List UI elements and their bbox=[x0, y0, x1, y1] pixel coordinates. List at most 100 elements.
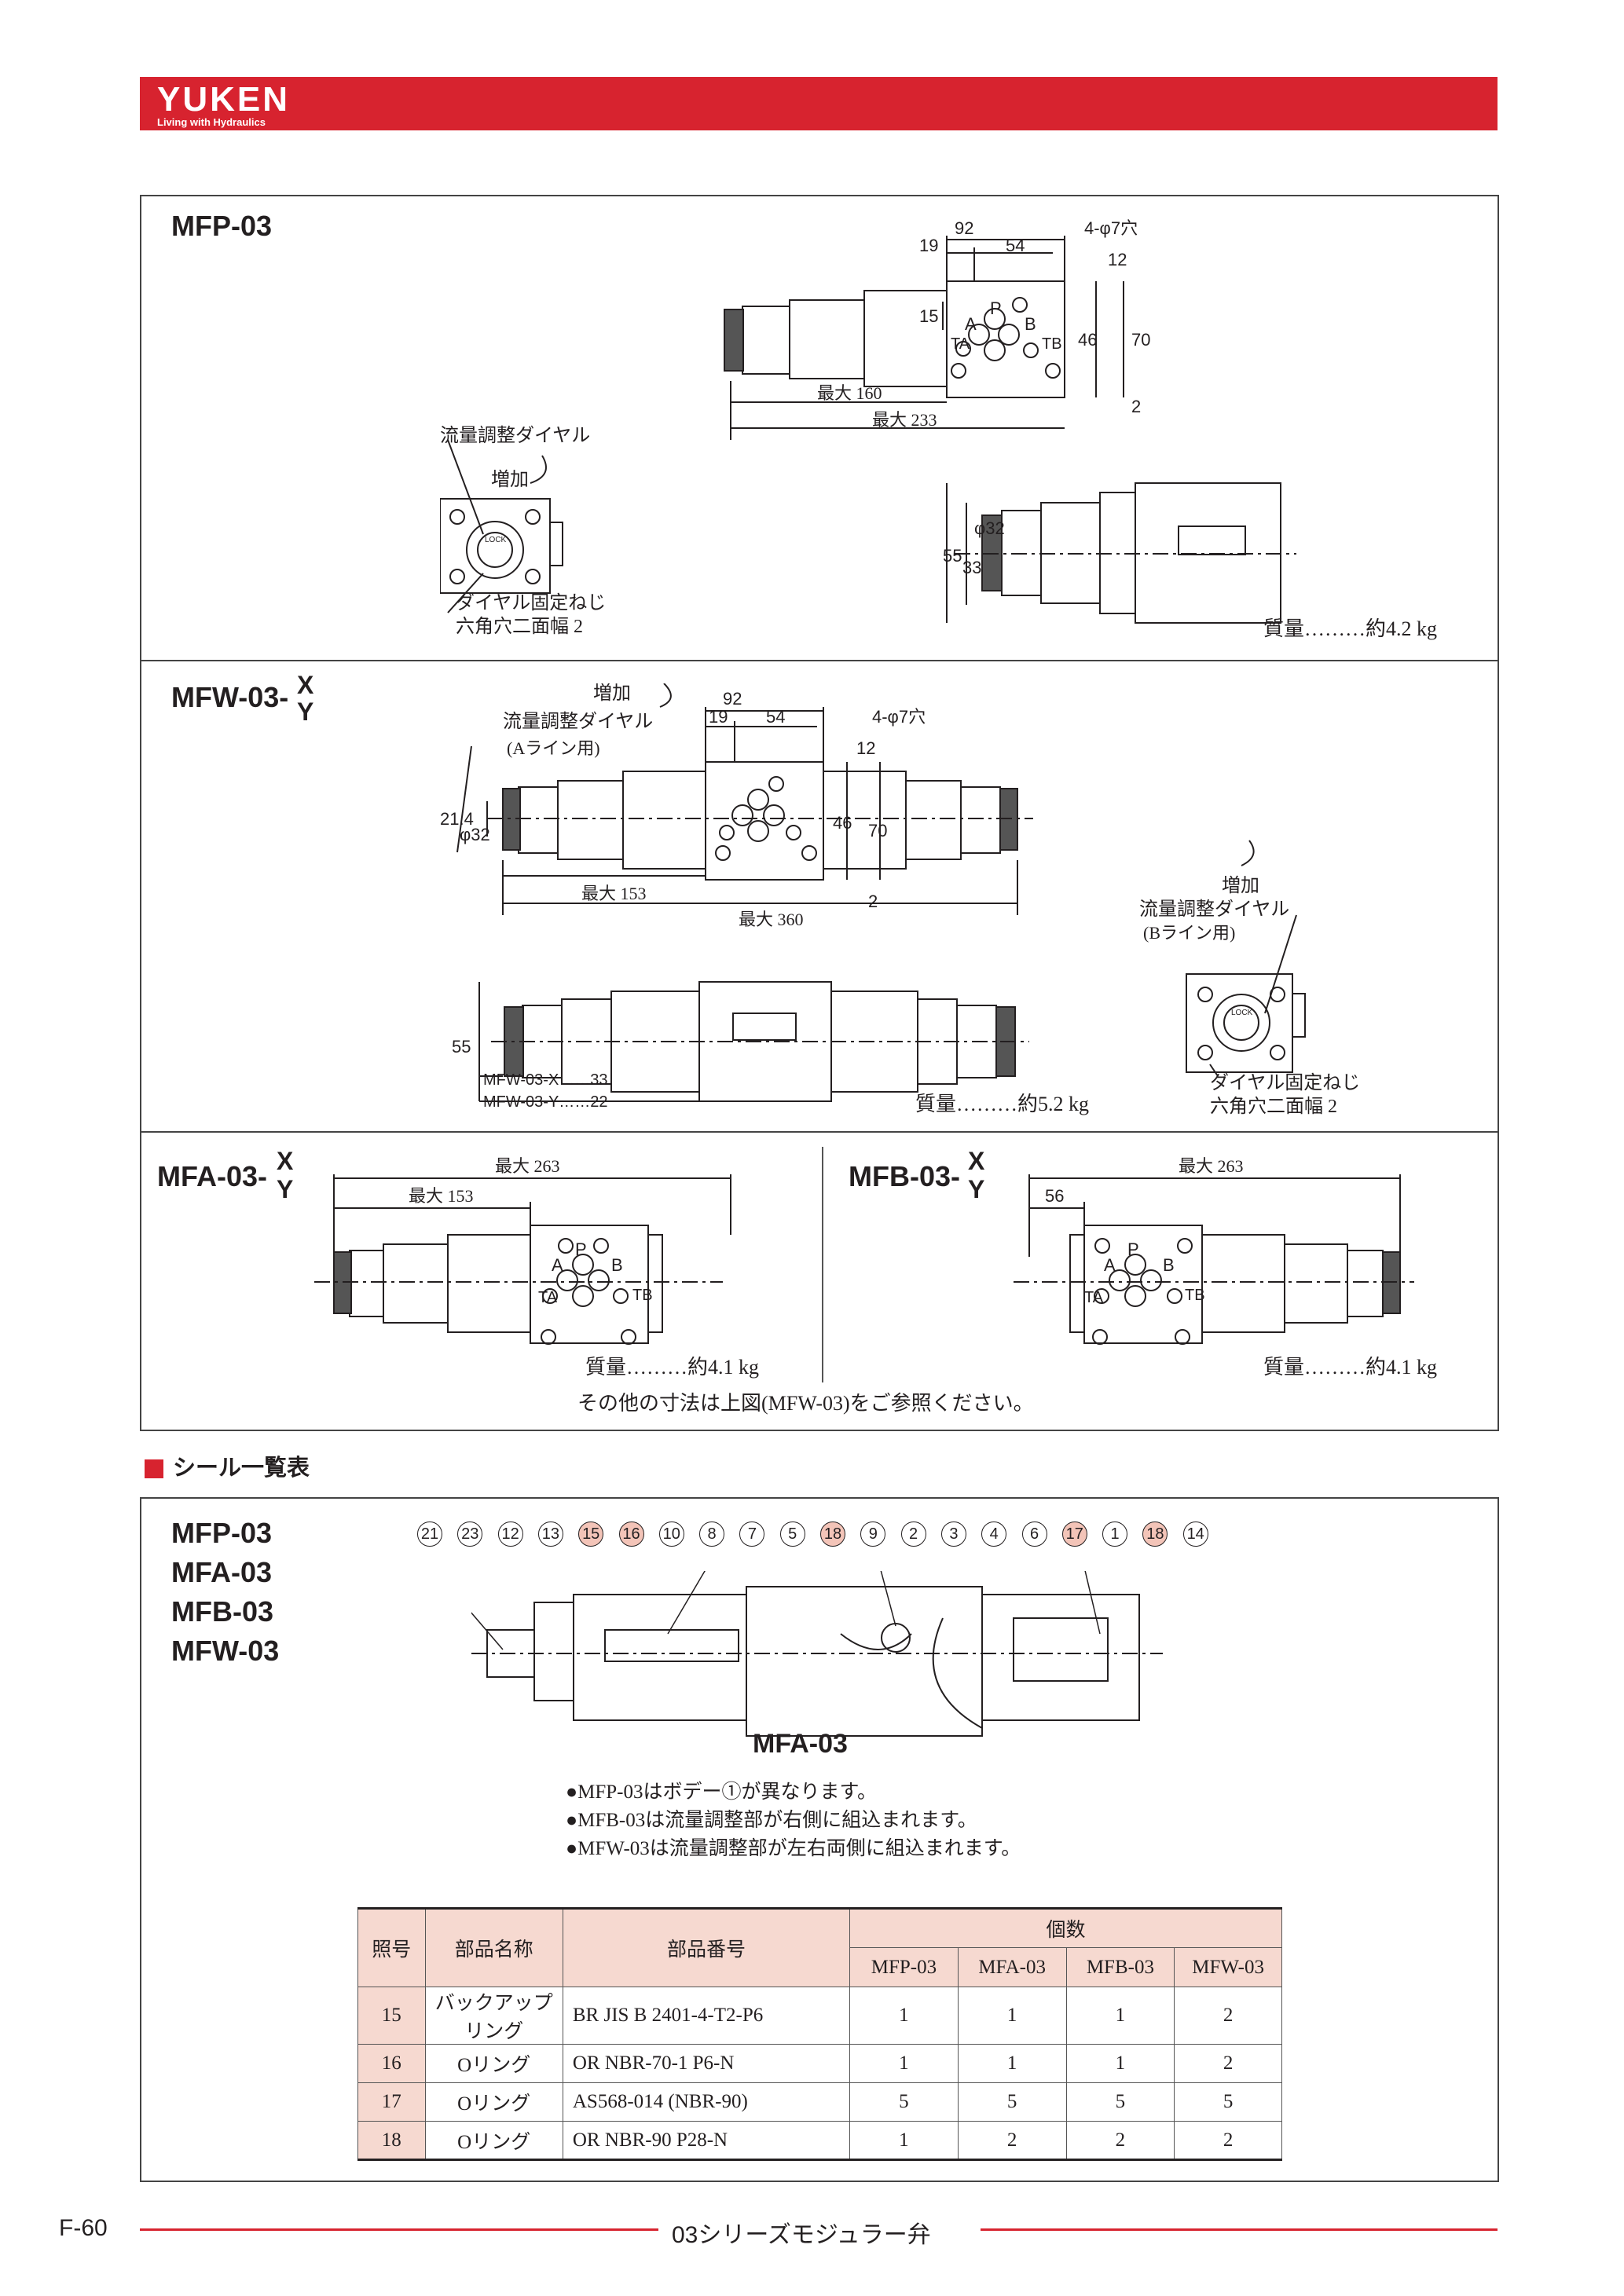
mfp-drawing: 92 19 54 4-φ7穴 12 15 46 70 2 最大 160 最大 2… bbox=[440, 218, 1296, 637]
mfw-lock-screw: ダイヤル固定ねじ bbox=[1210, 1072, 1360, 1093]
mfp-dim-54: 54 bbox=[1006, 236, 1025, 255]
mfw-dim-12: 12 bbox=[856, 738, 875, 758]
col-mfb-header: MFB-03 bbox=[1065, 1947, 1175, 1987]
cell-no: 15 bbox=[357, 1987, 426, 2045]
logo-tagline: Living with Hydraulics bbox=[157, 116, 266, 128]
mfb-drawing: 最大 263 56 P A B TA TB bbox=[1014, 1156, 1414, 1345]
seal-model-mfp: MFP-03 bbox=[171, 1517, 273, 1549]
mfw-aline: (Aライン用) bbox=[507, 738, 600, 758]
mfb-title-x: X bbox=[968, 1147, 985, 1175]
mfa-port-ta: TA bbox=[538, 1289, 558, 1306]
mfp-port-tb: TB bbox=[1042, 335, 1062, 353]
seal-model-mfa: MFA-03 bbox=[171, 1556, 273, 1588]
seal-callout: 4 bbox=[981, 1522, 1007, 1547]
mfp-dim-15: 15 bbox=[919, 306, 938, 326]
mfp-port-a: A bbox=[965, 314, 977, 334]
seal-note-3: ●MFW-03は流量調整部が左右両側に組込まれます。 bbox=[566, 1838, 1021, 1859]
cell-no: 17 bbox=[357, 2082, 426, 2122]
col-mfp-header: MFP-03 bbox=[849, 1947, 959, 1987]
cell-part: AS568-014 (NBR-90) bbox=[562, 2082, 851, 2122]
dimension-panel bbox=[140, 195, 1499, 1431]
cell-qty: 2 bbox=[1065, 2121, 1175, 2161]
mfp-dim-max233: 最大 233 bbox=[872, 410, 937, 430]
mfa-dim-max263: 最大 263 bbox=[495, 1156, 560, 1176]
seal-callout: 16 bbox=[618, 1522, 644, 1547]
mfw-dim-holes: 4-φ7穴 bbox=[872, 707, 926, 727]
mfw-title: MFW-03- bbox=[171, 681, 289, 713]
cell-qty: 2 bbox=[957, 2121, 1067, 2161]
mfp-dim-55: 55 bbox=[943, 546, 962, 566]
seal-callout: 2 bbox=[900, 1522, 926, 1547]
col-qty-header: 個数 bbox=[849, 1907, 1282, 1948]
seal-parts-table: 照号 部品名称 部品番号 個数 MFP-03 MFA-03 MFB-03 MFW… bbox=[357, 1907, 1282, 2161]
cell-no: 18 bbox=[357, 2121, 426, 2161]
mfw-increase-a: 増加 bbox=[593, 683, 631, 704]
mfw-increase-arrows bbox=[456, 683, 1255, 866]
mfa-section-drawing bbox=[471, 1571, 1163, 1737]
mfb-dim-max263: 最大 263 bbox=[1179, 1156, 1244, 1176]
mfw-dim-max360: 最大 360 bbox=[739, 910, 804, 929]
mfa-title-y: Y bbox=[277, 1175, 294, 1203]
mfa-port-a: A bbox=[552, 1255, 563, 1275]
seal-callout: 3 bbox=[940, 1522, 966, 1547]
mfp-title: MFP-03 bbox=[171, 210, 273, 242]
mfp-dim-70: 70 bbox=[1131, 330, 1150, 350]
cell-qty: 2 bbox=[1174, 1987, 1282, 2045]
mfp-increase-label: 増加 bbox=[491, 469, 529, 490]
divider-mfa-mfb bbox=[822, 1147, 823, 1382]
mfw-hex: 六角穴二面幅 2 bbox=[1210, 1096, 1337, 1117]
yuken-logo: YUKEN bbox=[157, 80, 291, 119]
mfp-dim-46: 46 bbox=[1078, 330, 1097, 350]
mfw-bline: (Bライン用) bbox=[1143, 923, 1235, 943]
seal-note-1: ●MFP-03はボデー①が異なります。 bbox=[566, 1782, 877, 1803]
col-mfa-header: MFA-03 bbox=[957, 1947, 1067, 1987]
cell-qty: 1 bbox=[957, 1987, 1067, 2045]
mfp-lock-screw-label: ダイヤル固定ねじ bbox=[456, 592, 606, 613]
header-bar bbox=[140, 77, 1498, 130]
cell-part: OR NBR-70-1 P6-N bbox=[562, 2044, 851, 2083]
seal-heading: シール一覧表 bbox=[173, 1456, 310, 1481]
seal-callout: 21 bbox=[417, 1522, 442, 1547]
mfp-dim-92: 92 bbox=[955, 218, 973, 238]
cell-no: 16 bbox=[357, 2044, 426, 2083]
cell-part: OR NBR-90 P28-N bbox=[562, 2121, 851, 2161]
mfp-dim-33: 33 bbox=[962, 558, 981, 577]
mfp-dim-phi32: φ32 bbox=[974, 518, 1005, 538]
cell-qty: 1 bbox=[849, 2121, 959, 2161]
cell-qty: 5 bbox=[957, 2082, 1067, 2122]
seal-callout: 7 bbox=[739, 1522, 765, 1547]
mfw-variant-x: MFW-03-X……33 bbox=[483, 1071, 608, 1089]
cell-name: Oリング bbox=[424, 2121, 563, 2161]
mfb-port-b: B bbox=[1163, 1255, 1175, 1275]
mfb-port-p: P bbox=[1127, 1240, 1139, 1259]
mfp-mass: 質量………約4.2 kg bbox=[1263, 617, 1438, 640]
cell-name: バックアップリング bbox=[424, 1987, 563, 2045]
mfw-dim-19: 19 bbox=[709, 707, 728, 727]
cell-qty: 1 bbox=[1065, 2044, 1175, 2083]
mfp-hex-label: 六角穴二面幅 2 bbox=[456, 616, 583, 637]
mfa-title-x: X bbox=[277, 1147, 294, 1175]
seal-callout: 5 bbox=[779, 1522, 805, 1547]
seal-model-mfb: MFB-03 bbox=[171, 1595, 274, 1628]
cell-qty: 5 bbox=[1174, 2082, 1282, 2122]
mfp-dim-2: 2 bbox=[1131, 397, 1141, 416]
mfw-drawing: 92 19 54 4-φ7穴 12 21.4 φ32 46 70 2 最大 15… bbox=[440, 683, 1360, 1117]
mfa-mass: 質量………約4.1 kg bbox=[585, 1356, 760, 1379]
seal-callout: 1 bbox=[1102, 1522, 1128, 1547]
callout-leaders bbox=[471, 1571, 1101, 1650]
seal-callout: 13 bbox=[537, 1522, 563, 1547]
mfw-mass: 質量………約5.2 kg bbox=[915, 1093, 1090, 1115]
mfb-dim-56: 56 bbox=[1045, 1186, 1064, 1206]
mfp-dim-19: 19 bbox=[919, 236, 938, 255]
mfb-port-tb: TB bbox=[1185, 1287, 1205, 1304]
mfw-dim-54: 54 bbox=[766, 707, 785, 727]
page-number: F-60 bbox=[59, 2215, 108, 2241]
mfp-dim-holes: 4-φ7穴 bbox=[1084, 218, 1138, 238]
seal-callout: 14 bbox=[1182, 1522, 1208, 1547]
seal-callout: 10 bbox=[658, 1522, 684, 1547]
mfw-dial-b: 流量調整ダイヤル bbox=[1139, 899, 1289, 920]
seal-callout: 9 bbox=[860, 1522, 886, 1547]
mfp-increase-arrow bbox=[530, 455, 547, 484]
